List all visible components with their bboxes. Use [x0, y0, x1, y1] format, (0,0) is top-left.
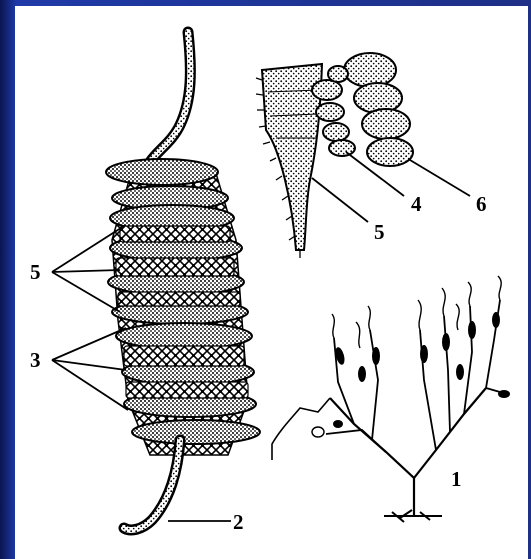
- label-2: 2: [233, 512, 244, 533]
- label-4: 4: [411, 194, 422, 215]
- colony-stalk-top: [150, 32, 190, 162]
- label-6: 6: [476, 194, 487, 215]
- hydroid-colony: [272, 276, 510, 522]
- label-3: 3: [30, 350, 41, 371]
- bud-cluster: [312, 53, 413, 166]
- colony-body: [106, 159, 260, 455]
- label-5-left: 5: [30, 262, 41, 283]
- label-5-top: 5: [374, 222, 385, 243]
- label-1: 1: [451, 469, 462, 490]
